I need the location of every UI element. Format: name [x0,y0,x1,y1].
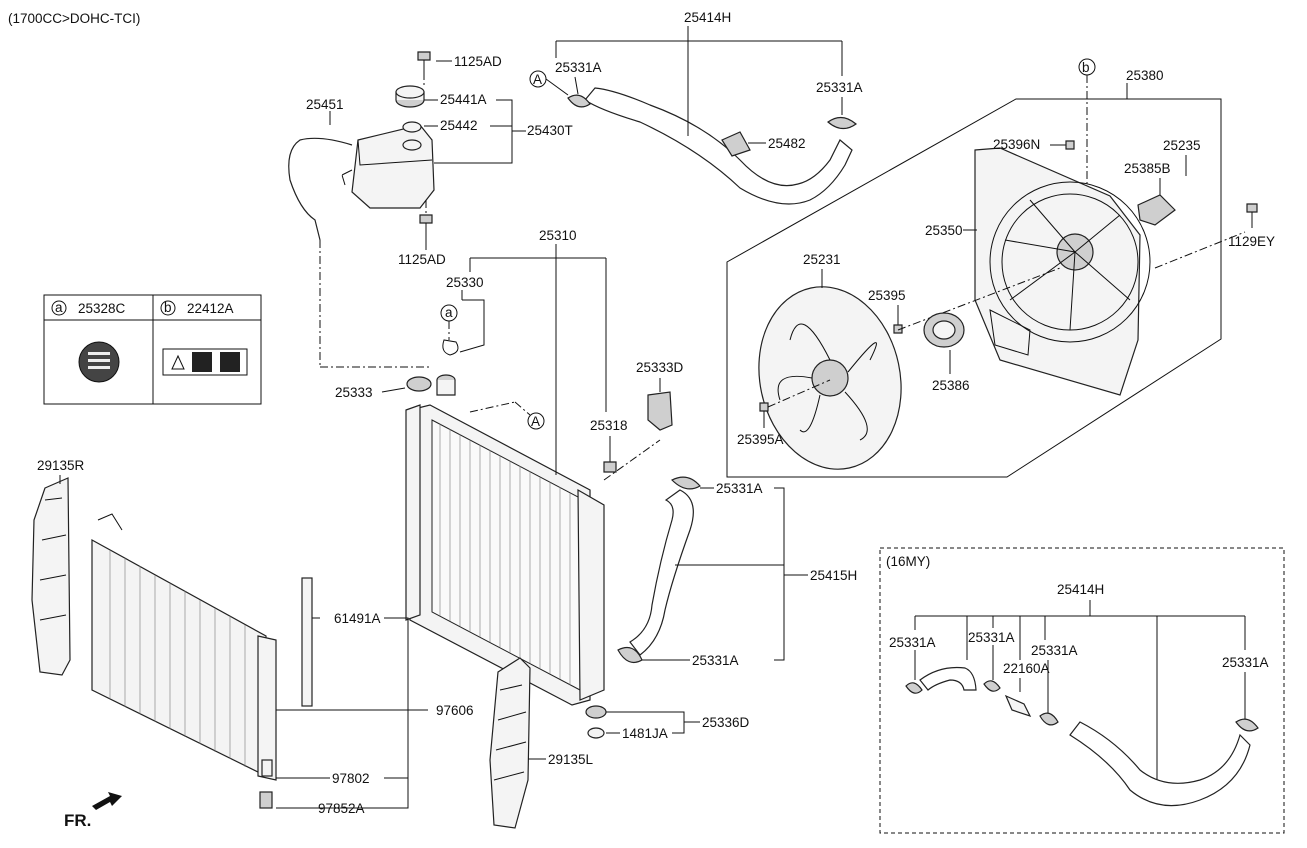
screw-25395A [759,402,769,412]
label-25386: 25386 [932,378,970,393]
label-25430T: 25430T [527,123,573,138]
lower-mount [585,705,607,739]
svg-text:A: A [533,72,542,87]
marker-b: b [1078,58,1096,76]
inset-label-25331A-1: 25331A [889,635,936,650]
label-1481JA: 1481JA [622,726,668,741]
label-25333D: 25333D [636,360,684,375]
inset-label-25331A-2: 25331A [968,630,1015,645]
cap-gasket [402,121,422,133]
label-25350: 25350 [925,223,963,238]
engine-spec-text: (1700CC>DOHC-TCI) [8,11,140,26]
screw-25395 [893,324,903,334]
label-25331A-lower-top: 25331A [716,481,763,496]
label-97802: 97802 [332,771,370,786]
label-25451: 25451 [306,97,344,112]
fan-blade [758,286,902,470]
label-1125AD-top: 1125AD [454,54,502,69]
marker-a: a [440,304,458,322]
svg-text:b: b [1082,60,1090,75]
front-arrow-icon [92,792,122,810]
front-direction-label: FR. [64,811,91,830]
label-1129EY: 1129EY [1228,234,1275,249]
bolt-top [417,51,431,72]
cap-seal [442,339,459,356]
legend-b-marker: b [164,300,172,315]
label-25380: 25380 [1126,68,1164,83]
label-25318: 25318 [590,418,628,433]
label-25336D: 25336D [702,715,750,730]
label-25330: 25330 [446,275,484,290]
label-25331A-upper-right: 25331A [816,80,863,95]
legend-a-part: 25328C [78,301,126,316]
inset-title: (16MY) [886,554,930,569]
label-25310: 25310 [539,228,577,243]
dryer-97802 [261,759,273,777]
drain-cock [603,461,617,473]
label-25482: 25482 [768,136,806,151]
inset-hose-long [1039,712,1259,807]
label-97606: 97606 [436,703,474,718]
fan-resistor [1137,194,1176,226]
inset-label-25414H: 25414H [1057,582,1104,597]
inset-label-22160A: 22160A [1003,661,1050,676]
legend-table: a 25328C b 22412A [43,294,262,405]
label-25442: 25442 [440,118,478,133]
bolt-1129EY [1246,203,1258,228]
label-25331A-lower-bottom: 25331A [692,653,739,668]
overflow-hose [288,137,353,241]
drain-plug-25333 [406,376,432,392]
radiator [405,404,605,706]
label-97852A: 97852A [318,801,365,816]
legend-a-marker: a [55,300,63,315]
label-25396N: 25396N [993,137,1040,152]
label-25415H: 25415H [810,568,857,583]
label-25385B: 25385B [1124,161,1171,176]
mount-bracket-25333D [647,391,673,431]
label-25235: 25235 [1163,138,1201,153]
label-25331A-upper-left: 25331A [555,60,602,75]
svg-text:A: A [531,414,540,429]
label-61491A: 61491A [334,611,381,626]
inset-label-25331A-3: 25331A [1031,643,1078,658]
label-25414H: 25414H [684,10,731,25]
radiator-cap [436,374,456,396]
condenser [91,513,277,781]
air-guard-29135L [489,657,531,829]
legend-b-part: 22412A [187,301,234,316]
marker-A-radiator: A [527,412,545,430]
cap-97852A [259,791,273,809]
label-29135L: 29135L [548,752,594,767]
clip-25396N [1065,140,1075,150]
label-25395A: 25395A [737,432,784,447]
upper-radiator-hose [567,87,857,205]
seal-strip-61491A [301,577,313,707]
label-25395: 25395 [868,288,906,303]
fan-shroud [974,147,1151,396]
air-guard-29135R [31,477,71,676]
fan-motor [923,312,965,348]
reservoir-tank [341,124,435,209]
inset-hose-short [905,666,1001,694]
label-29135R: 29135R [37,458,85,473]
lower-radiator-hose [617,476,701,663]
label-25333: 25333 [335,385,373,400]
svg-text:a: a [445,305,453,320]
label-25441A: 25441A [440,92,487,107]
fan-assembly-frame [726,98,1222,478]
inset-label-25331A-4: 25331A [1222,655,1269,670]
reservoir-cap [395,85,425,108]
inset-connector-22160A [1004,694,1032,718]
inset-16MY-box [879,547,1285,834]
marker-A-upper: A [529,70,547,88]
label-25231: 25231 [803,252,841,267]
label-1125AD-bottom: 1125AD [398,252,446,267]
bolt-bottom [419,214,433,240]
